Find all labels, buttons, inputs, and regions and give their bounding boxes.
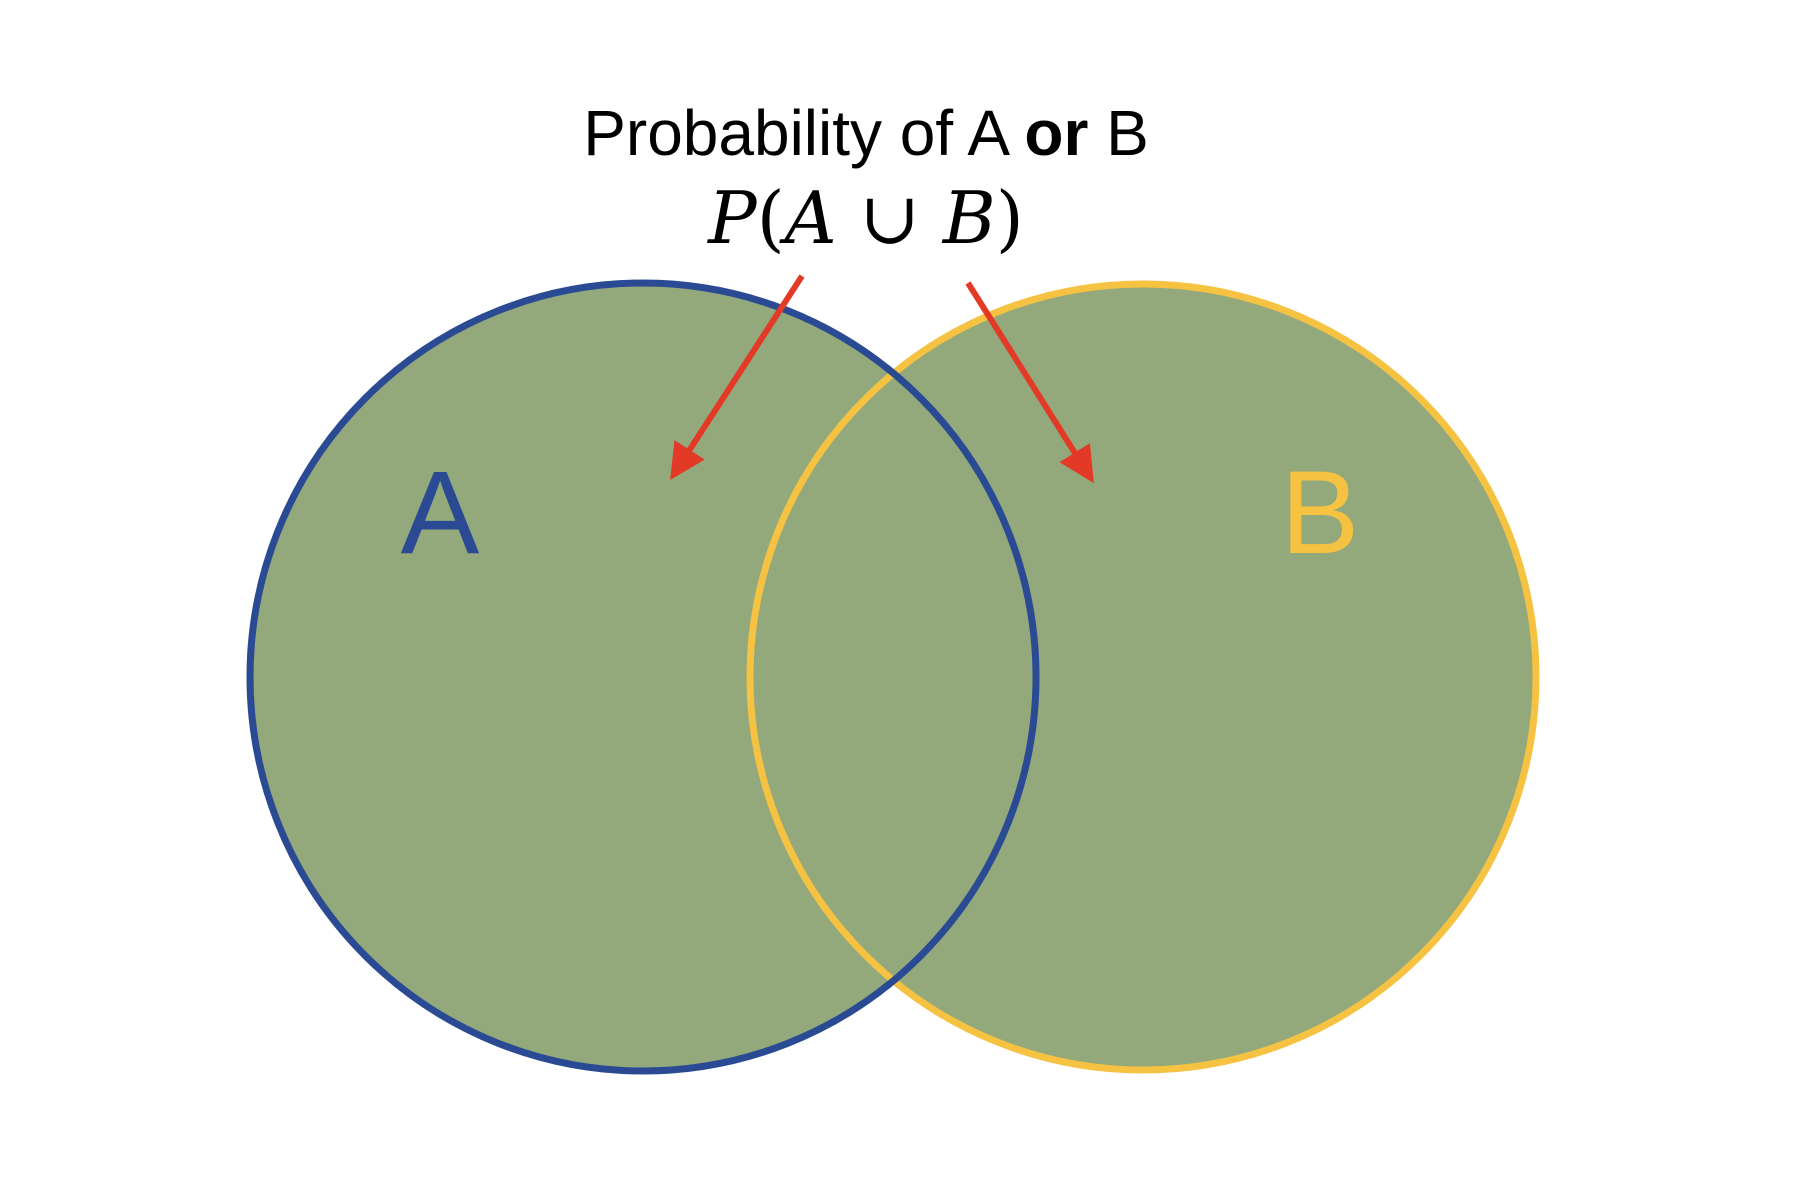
title-emphasis: or (1024, 97, 1088, 169)
set-b-fill (750, 284, 1536, 1070)
title-prefix: Probability of A (583, 97, 1024, 169)
formula-close-paren: ) (996, 176, 1024, 260)
set-b-outline (746, 280, 1540, 1074)
formula-union-symbol: ∪ (837, 176, 943, 260)
arrow-to-set-a (670, 274, 805, 481)
title-suffix: B (1088, 97, 1148, 169)
formula-b: B (941, 176, 996, 260)
arrow-to-set-b (965, 281, 1094, 484)
set-a-label: A (401, 447, 480, 579)
formula-open-paren: ( (757, 176, 785, 260)
set-a-outline (246, 279, 1040, 1075)
union-formula: P(A ∪ B) (706, 176, 1024, 260)
formula-a: A (779, 176, 837, 260)
formula-p: P (706, 176, 758, 260)
diagram-title: Probability of A or B (583, 97, 1149, 169)
set-b-label: B (1281, 447, 1360, 579)
